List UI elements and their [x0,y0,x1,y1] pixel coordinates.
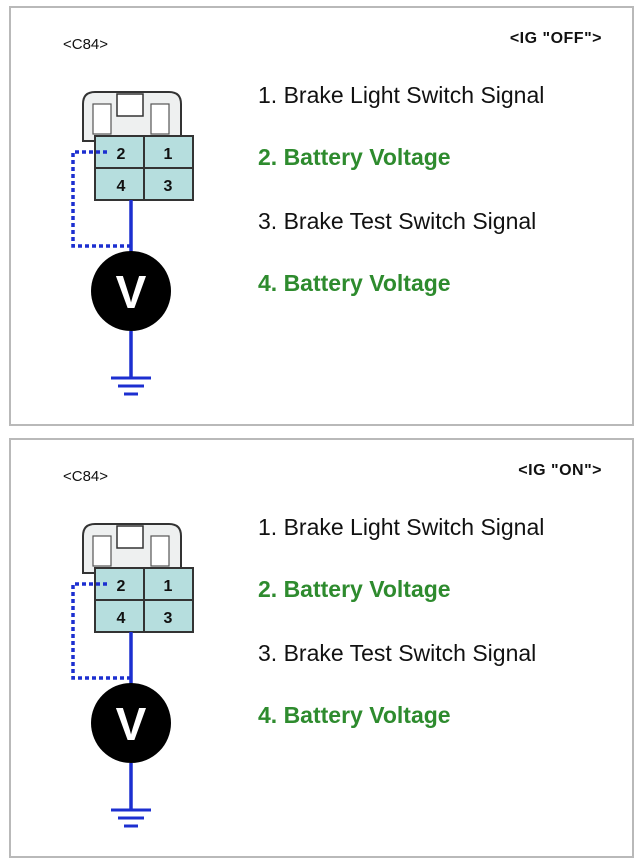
ignition-state: <IG "OFF"> [509,30,602,47]
ground-icon [111,808,151,828]
ignition-state: <IG "ON"> [518,462,602,479]
voltmeter-label: V [116,698,147,750]
connector-housing [82,523,182,574]
voltmeter-label: V [116,266,147,318]
terminal-1: 1 [164,578,173,595]
terminal-2: 2 [117,146,126,163]
probe-wire-dotted [71,582,131,680]
terminal-2: 2 [117,578,126,595]
terminal-block [94,567,194,633]
voltmeter-icon [91,251,171,331]
pin-3-label: 3. Brake Test Switch Signal [258,640,537,666]
connector-housing [82,91,182,142]
pin-3-label: 3. Brake Test Switch Signal [258,208,537,234]
terminal-4: 4 [117,178,126,195]
ground-icon [111,376,151,396]
voltmeter-diagram: 2 1 4 3 V [71,523,194,828]
ig-off-panel: <C84> <IG "OFF"> 2 1 4 3 V 1. Brake Ligh… [9,6,634,426]
terminal-1: 1 [164,146,173,163]
probe-wire-dotted [71,150,131,248]
terminal-4: 4 [117,610,126,627]
terminal-3: 3 [164,610,173,627]
terminal-block [94,135,194,201]
pin-1-label: 1. Brake Light Switch Signal [258,82,545,108]
ig-on-panel: <C84> <IG "ON"> 2 1 4 3 V 1. Brake Light… [9,438,634,858]
pin-2-label: 2. Battery Voltage [258,144,451,170]
pin-1-label: 1. Brake Light Switch Signal [258,514,545,540]
connector-id: <C84> [63,468,109,485]
voltmeter-diagram: 2 1 4 3 V [71,91,194,396]
voltmeter-icon [91,683,171,763]
pin-4-label: 4. Battery Voltage [258,270,451,296]
connector-id: <C84> [63,36,109,53]
terminal-3: 3 [164,178,173,195]
pin-2-label: 2. Battery Voltage [258,576,451,602]
pin-4-label: 4. Battery Voltage [258,702,451,728]
